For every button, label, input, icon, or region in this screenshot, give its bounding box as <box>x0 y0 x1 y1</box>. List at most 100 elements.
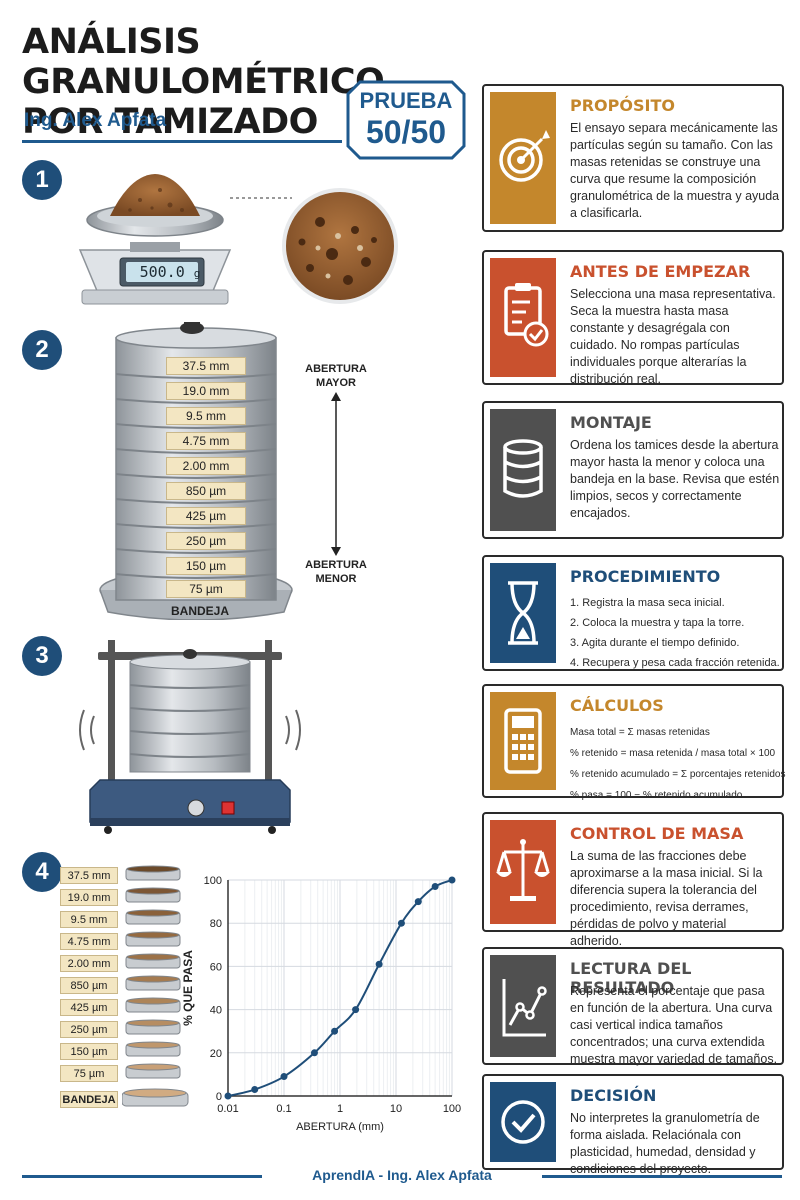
apertura-menor-line-1: ABERTURA <box>305 559 367 571</box>
badge-line-1: PRUEBA <box>359 88 453 113</box>
title-underline <box>22 140 342 143</box>
apertura-menor-line-2: MENOR <box>315 573 357 585</box>
card-title: ANTES DE EMPEZAR <box>570 262 751 281</box>
card-title: LECTURA DEL RESULTADO <box>570 959 692 997</box>
data-point <box>331 1027 339 1035</box>
apertura-menor-label: ABERTURA MENOR <box>294 558 378 586</box>
y-tick-label: 20 <box>210 1048 222 1060</box>
sieve-label: 4.75 mm <box>166 432 246 450</box>
data-point <box>431 882 439 890</box>
title-line-2: POR TAMIZADO <box>22 102 318 142</box>
apertura-mayor-label: ABERTURA MAYOR <box>294 362 378 390</box>
data-point <box>310 1049 318 1057</box>
hourglass-icon <box>490 563 556 663</box>
bandeja-label: BANDEJA <box>170 604 229 618</box>
fraction-label: 19.0 mm <box>60 889 118 906</box>
list-item: 3. Agita durante el tiempo definido. <box>570 637 740 649</box>
sieve-label: 250 µm <box>166 532 246 550</box>
card-procedimiento: PROCEDIMIENTO 1. Registra la masa seca i… <box>482 555 784 671</box>
fraction-label: 75 µm <box>60 1065 118 1082</box>
y-axis-label: % QUE PASA <box>181 950 195 1026</box>
y-tick-label: 60 <box>210 961 222 973</box>
list-item: 1. Registra la masa seca inicial. <box>570 597 725 609</box>
card-icon-box <box>490 955 556 1057</box>
page-title: ANÁLISIS GRANULOMÉTRICO POR TAMIZADO <box>22 22 522 142</box>
fraction-label: 4.75 mm <box>60 933 118 950</box>
sieve-label: 37.5 mm <box>166 357 246 375</box>
card-title: DECISIÓN <box>570 1086 657 1105</box>
card-decision: DECISIÓN No interpretes la granulometría… <box>482 1074 784 1176</box>
data-point <box>224 1092 232 1100</box>
fraction-label: 150 µm <box>60 1043 118 1060</box>
x-tick-label: 0.01 <box>217 1103 238 1115</box>
fraction-pans-illustration <box>122 865 189 1107</box>
calculator-icon <box>490 692 556 790</box>
data-point <box>375 960 383 968</box>
card-icon-box <box>490 820 556 924</box>
sieve-label: 150 µm <box>166 557 246 575</box>
card-title: CÁLCULOS <box>570 696 664 715</box>
card-control-de-masa: CONTROL DE MASA La suma de las fraccione… <box>482 812 784 948</box>
clipboard-check-icon <box>490 258 556 377</box>
sieve-label: 75 µm <box>166 580 246 598</box>
list-item: % pasa = 100 − % retenido acumulado <box>570 790 743 801</box>
sieve-label: 19.0 mm <box>166 382 246 400</box>
card-title: PROPÓSITO <box>570 96 675 115</box>
sieve-label: 425 µm <box>166 507 246 525</box>
apertura-arrow <box>331 392 341 556</box>
check-circle-icon <box>490 1082 556 1162</box>
sieve-label: 9.5 mm <box>166 407 246 425</box>
line-chart-icon <box>490 955 556 1057</box>
list-item: Masa total = Σ masas retenidas <box>570 727 710 738</box>
card-calculos: CÁLCULOS Masa total = Σ masas retenidas … <box>482 684 785 801</box>
list-item: 4. Recupera y pesa cada fracción retenid… <box>570 657 780 669</box>
x-tick-label: 0.1 <box>276 1103 291 1115</box>
title-line-1: ANÁLISIS GRANULOMÉTRICO <box>22 22 385 102</box>
y-tick-label: 100 <box>204 875 222 887</box>
apertura-mayor-line-1: ABERTURA <box>305 363 367 375</box>
fraction-label: BANDEJA <box>60 1091 118 1108</box>
fraction-label: 9.5 mm <box>60 911 118 928</box>
data-point <box>280 1073 288 1081</box>
x-tick-label: 1 <box>337 1103 343 1115</box>
footer-rule-left <box>22 1175 262 1178</box>
sieve-stack-illustration <box>99 322 293 620</box>
card-icon-box <box>490 92 556 224</box>
calculation-list: Masa total = Σ masas retenidas % retenid… <box>570 722 786 806</box>
step-number-4: 4 <box>22 852 62 892</box>
badge-line-2: 50/50 <box>365 114 447 150</box>
step-number-2: 2 <box>22 330 62 370</box>
data-point <box>414 898 422 906</box>
y-tick-label: 80 <box>210 918 222 930</box>
x-tick-label: 10 <box>390 1103 402 1115</box>
data-point <box>448 876 456 884</box>
card-icon-box <box>490 409 556 531</box>
card-title: CONTROL DE MASA <box>570 824 744 843</box>
data-point <box>352 1006 360 1014</box>
scale-readout: 500.0 g <box>140 263 201 281</box>
fraction-label: 2.00 mm <box>60 955 118 972</box>
card-icon-box <box>490 692 556 790</box>
procedure-list: 1. Registra la masa seca inicial. 2. Col… <box>570 593 782 673</box>
step-number-3: 3 <box>22 636 62 676</box>
card-lectura-del-resultado: LECTURA DEL RESULTADO Representa el porc… <box>482 947 784 1066</box>
x-tick-label: 100 <box>443 1103 461 1115</box>
card-icon-box <box>490 1082 556 1162</box>
fraction-label: 250 µm <box>60 1021 118 1038</box>
card-body: El ensayo separa mecánicamente las partí… <box>570 121 780 220</box>
test-badge: PRUEBA 50/50 <box>346 80 466 160</box>
card-body: Ordena los tamices desde la abertura may… <box>570 438 780 520</box>
list-item: % retenido acumulado = Σ porcentajes ret… <box>570 769 786 780</box>
card-body: Selecciona una masa representativa. Seca… <box>570 287 776 386</box>
y-tick-label: 40 <box>210 1005 222 1017</box>
target-icon <box>490 92 556 224</box>
card-antes-de-empezar: ANTES DE EMPEZAR Selecciona una masa rep… <box>482 250 784 386</box>
card-body: No interpretes la granulometría de forma… <box>570 1111 760 1176</box>
footer-credit: AprendIA - Ing. Alex Apfata <box>312 1167 492 1183</box>
fraction-label: 37.5 mm <box>60 867 118 884</box>
card-montaje: MONTAJE Ordena los tamices desde la aber… <box>482 401 784 539</box>
card-icon-box <box>490 563 556 663</box>
data-point <box>251 1086 259 1094</box>
